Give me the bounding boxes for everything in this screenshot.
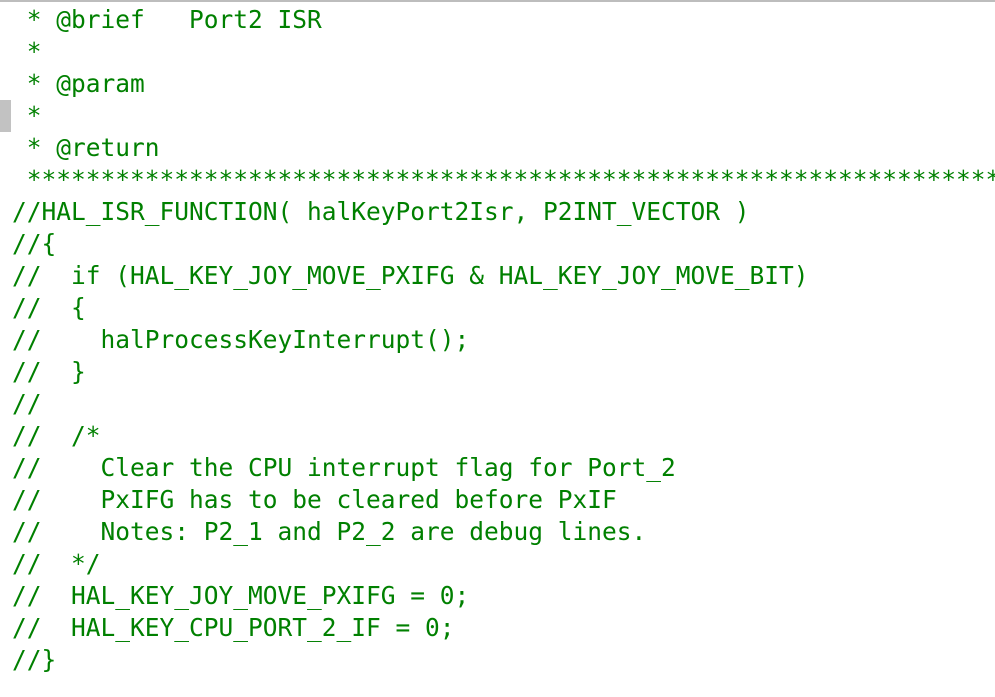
code-text-area[interactable]: * @brief Port2 ISR * * @param * * @retur…: [12, 4, 995, 676]
code-line[interactable]: *: [12, 101, 42, 130]
code-line[interactable]: // Clear the CPU interrupt flag for Port…: [12, 453, 676, 482]
code-line[interactable]: * @return: [12, 133, 160, 162]
code-line[interactable]: // if (HAL_KEY_JOY_MOVE_PXIFG & HAL_KEY_…: [12, 261, 809, 290]
code-line[interactable]: * @brief Port2 ISR: [12, 5, 322, 34]
code-line[interactable]: // /*: [12, 421, 101, 450]
code-line[interactable]: // */: [12, 549, 101, 578]
code-line[interactable]: //}: [12, 645, 57, 674]
code-line[interactable]: *: [12, 37, 42, 66]
code-line[interactable]: //HAL_ISR_FUNCTION( halKeyPort2Isr, P2IN…: [12, 197, 750, 226]
change-marker: [0, 100, 11, 132]
code-line[interactable]: // {: [12, 293, 86, 322]
code-line[interactable]: * @param: [12, 69, 145, 98]
code-line[interactable]: ****************************************…: [26, 165, 995, 194]
code-line[interactable]: //{: [12, 229, 57, 258]
code-line[interactable]: //: [12, 389, 42, 418]
code-line[interactable]: // HAL_KEY_CPU_PORT_2_IF = 0;: [12, 613, 455, 642]
code-line[interactable]: // PxIFG has to be cleared before PxIF: [12, 485, 617, 514]
code-line[interactable]: // halProcessKeyInterrupt();: [12, 325, 470, 354]
code-line[interactable]: // Notes: P2_1 and P2_2 are debug lines.: [12, 517, 647, 546]
code-line[interactable]: // HAL_KEY_JOY_MOVE_PXIFG = 0;: [12, 581, 470, 610]
code-line[interactable]: // }: [12, 357, 86, 386]
